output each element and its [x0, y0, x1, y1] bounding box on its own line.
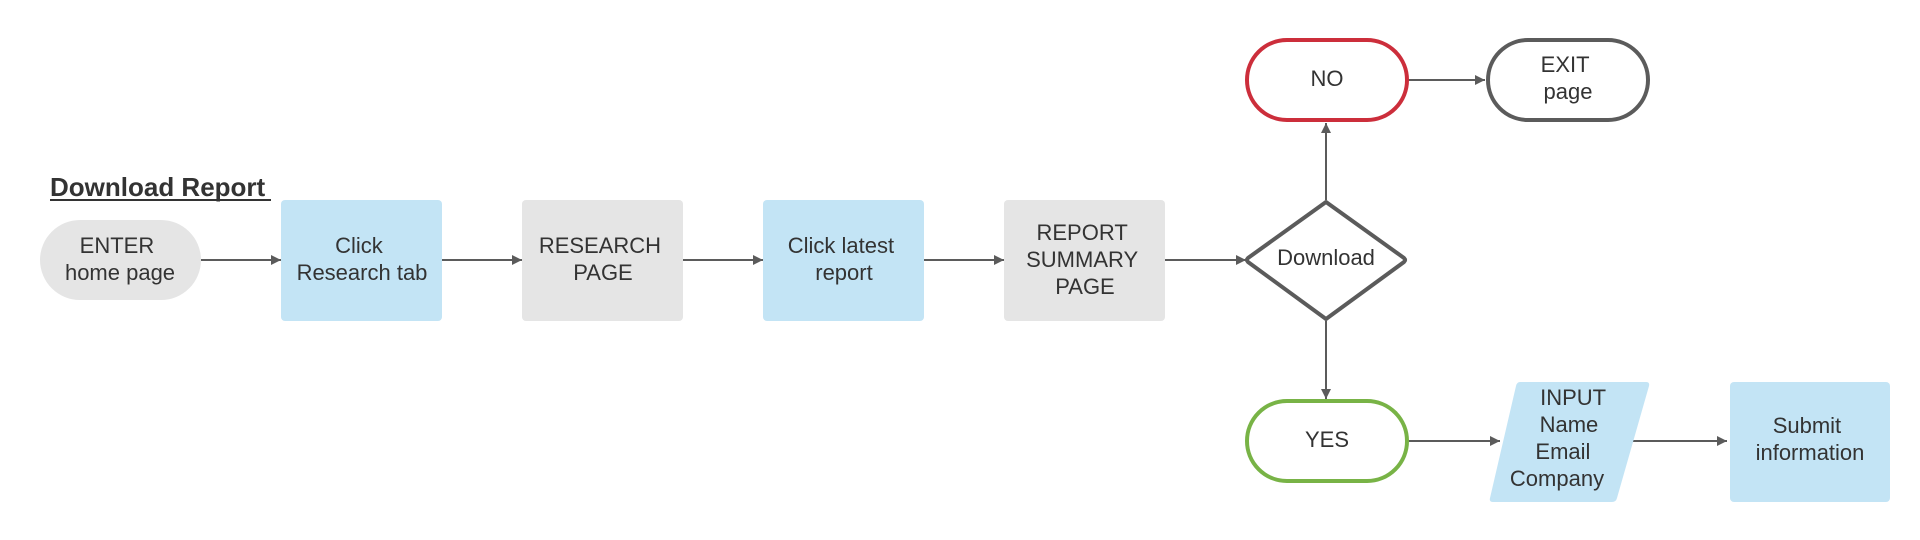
node-yes-label-line: YES: [1305, 427, 1349, 452]
node-click-latest-label-line: Click latest: [788, 233, 894, 258]
node-decision-label: Download: [1277, 245, 1375, 270]
node-input-label: INPUT Name Email Company: [1510, 385, 1612, 491]
node-click-research-shape: [281, 200, 442, 321]
node-input-shape: [1489, 382, 1650, 502]
node-yes-label: YES: [1305, 427, 1349, 452]
node-enter-label: ENTER home page: [65, 233, 175, 285]
node-submit-label: Submit information: [1756, 413, 1865, 465]
node-exit-label-line: page: [1544, 79, 1593, 104]
node-click-research-label-line: Click: [335, 233, 384, 258]
node-input-label-line: INPUT: [1540, 385, 1606, 410]
node-labels: ENTER home page Click Research tab RESEA…: [65, 52, 1864, 491]
node-report-summary-label-line: SUMMARY: [1026, 247, 1138, 272]
node-research-page-shape: [522, 200, 683, 321]
node-research-page-label: RESEARCH PAGE: [539, 233, 667, 285]
node-report-summary-label: REPORT SUMMARY PAGE: [1026, 220, 1144, 299]
node-enter-shape: [40, 220, 201, 300]
node-submit-label-line: Submit: [1773, 413, 1841, 438]
node-exit-label-line: EXIT: [1541, 52, 1590, 77]
node-click-research-label-line: Research tab: [297, 260, 428, 285]
connectors: [201, 75, 1727, 446]
node-enter-label-line: ENTER: [80, 233, 155, 258]
node-decision-label-line: Download: [1277, 245, 1375, 270]
node-input-label-line: Company: [1510, 466, 1604, 491]
node-report-summary-label-line: PAGE: [1055, 274, 1115, 299]
node-yes-shape: [1245, 399, 1409, 483]
node-enter-label-line: home page: [65, 260, 175, 285]
node-research-page-label-line: RESEARCH: [539, 233, 661, 258]
node-report-summary-shape: [1004, 200, 1165, 321]
node-exit-shape: [1486, 38, 1650, 122]
node-no-label: NO: [1311, 66, 1344, 91]
node-report-summary-label-line: REPORT: [1036, 220, 1127, 245]
node-click-latest-shape: [763, 200, 924, 321]
node-no-label-line: NO: [1311, 66, 1344, 91]
node-input-label-line: Email: [1535, 439, 1590, 464]
diagram-title: Download Report: [50, 172, 266, 202]
node-exit-label: EXIT page: [1541, 52, 1596, 104]
node-no-shape: [1245, 38, 1409, 122]
shapes: [40, 38, 1890, 502]
node-decision-shape: [1245, 200, 1407, 321]
node-click-latest-label: Click latest report: [788, 233, 900, 285]
node-submit-label-line: information: [1756, 440, 1865, 465]
node-click-latest-label-line: report: [815, 260, 872, 285]
node-submit-shape: [1730, 382, 1890, 502]
node-input-label-line: Name: [1540, 412, 1599, 437]
node-click-research-label: Click Research tab: [297, 233, 428, 285]
node-research-page-label-line: PAGE: [573, 260, 633, 285]
